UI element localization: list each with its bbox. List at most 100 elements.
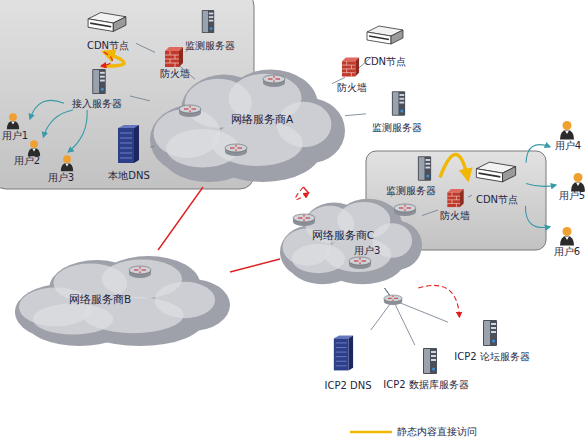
- device-caption: 用户2: [0, 155, 56, 167]
- server-icon: [423, 348, 437, 374]
- cloud-highlight: [292, 244, 345, 273]
- dns-icon: [118, 125, 139, 163]
- connector: [303, 187, 308, 193]
- connector: [30, 100, 64, 119]
- cdn-icon: [476, 162, 515, 182]
- connector: [422, 210, 438, 216]
- connector: [525, 206, 550, 227]
- free-label: 用户3: [354, 244, 380, 258]
- device-caption: 用户3: [32, 172, 90, 184]
- connector: [526, 145, 550, 163]
- device-node: CDN节点: [80, 8, 136, 52]
- device-caption: 用户4: [538, 140, 588, 152]
- device-label: ICP2 DNS: [306, 380, 390, 392]
- device-caption: 防火墙: [426, 210, 484, 222]
- device-node: 用户4: [550, 118, 586, 152]
- device-node: 用户6: [550, 224, 584, 258]
- user-icon: [28, 140, 40, 156]
- firewall-icon: [447, 189, 463, 207]
- device-node: 用户5: [556, 170, 588, 202]
- cdn-icon: [88, 13, 126, 32]
- router-icon: [263, 75, 285, 87]
- device-label: ICP2 数据库服务器: [368, 379, 484, 391]
- server-icon: [92, 69, 106, 94]
- user-icon: [7, 113, 19, 129]
- device-caption: 监测服务器: [354, 122, 440, 134]
- connector: [295, 187, 308, 200]
- device-node: 监测服务器: [180, 6, 240, 52]
- device-caption: ICP2 论坛服务器: [436, 351, 548, 363]
- cloud-highlight: [33, 304, 113, 335]
- cloud-highlight: [166, 129, 239, 168]
- device-node: 用户1: [0, 110, 30, 142]
- connector: [68, 110, 87, 152]
- connector: [150, 146, 154, 148]
- router-icon: [384, 295, 402, 305]
- device-node: 本地DNS: [104, 122, 154, 182]
- router-icon: [129, 266, 151, 278]
- device-node: CDN节点: [358, 22, 412, 68]
- firewall-icon: [165, 47, 183, 67]
- device-node: 用户2: [10, 137, 44, 167]
- device-label: 防火墙: [320, 82, 384, 94]
- device-caption: 用户5: [544, 190, 588, 202]
- device-node: 监测服务器: [366, 88, 428, 134]
- connector: [468, 195, 472, 197]
- device-caption: 用户1: [0, 130, 42, 142]
- device-caption: 用户6: [538, 246, 588, 258]
- user-icon: [61, 155, 73, 171]
- connector: [385, 288, 415, 345]
- device-label: 监测服务器: [354, 122, 440, 134]
- device-label: CDN节点: [346, 56, 424, 68]
- connector: [158, 187, 203, 250]
- cloud-node: 网络服务商C: [280, 193, 422, 288]
- connector: [43, 110, 73, 137]
- device-node: 防火墙: [332, 54, 372, 94]
- server-icon: [483, 320, 497, 346]
- firewall-icon: [342, 58, 359, 77]
- server-icon: [392, 91, 405, 116]
- device-label: 用户4: [538, 140, 588, 152]
- device-caption: CDN节点: [68, 40, 148, 52]
- user-icon: [560, 227, 574, 246]
- router-icon: [293, 214, 315, 226]
- connector: [359, 56, 372, 68]
- cloud-node: 网络服务商B: [15, 250, 230, 350]
- device-caption: 防火墙: [320, 82, 384, 94]
- device-node: 防火墙: [438, 186, 472, 222]
- cloud-node: 网络服务商A: [150, 62, 345, 187]
- device-caption: 监测服务器: [168, 40, 252, 52]
- device-node: ICP2 论坛服务器: [448, 317, 536, 363]
- router-icon: [179, 105, 201, 117]
- connector: [101, 52, 124, 66]
- connector: [130, 96, 150, 101]
- device-label: 用户5: [544, 190, 588, 202]
- connector: [332, 77, 345, 83]
- device-caption: ICP2 数据库服务器: [368, 379, 484, 391]
- cdn-icon: [367, 26, 403, 44]
- connector: [136, 43, 155, 52]
- device-label: 用户1: [0, 130, 42, 142]
- legend-line: [350, 427, 394, 437]
- connector: [175, 62, 195, 79]
- device-caption: 本地DNS: [92, 170, 166, 182]
- legend-row: 静态内容直接访问: [350, 421, 477, 434]
- cloud-label: 网络服务商C: [312, 229, 374, 243]
- device-label: 用户2: [0, 155, 56, 167]
- device-caption: 监测服务器: [370, 185, 452, 197]
- connector: [391, 193, 395, 197]
- device-label: 防火墙: [143, 68, 207, 80]
- device-caption: ICP2 DNS: [306, 380, 390, 392]
- device-node: 防火墙: [155, 44, 195, 80]
- device-caption: 接入服务器: [52, 98, 142, 110]
- region-box: [0, 0, 254, 189]
- connector: [526, 184, 556, 187]
- router-icon: [349, 257, 371, 269]
- cloud-label: 网络服务商B: [69, 293, 131, 307]
